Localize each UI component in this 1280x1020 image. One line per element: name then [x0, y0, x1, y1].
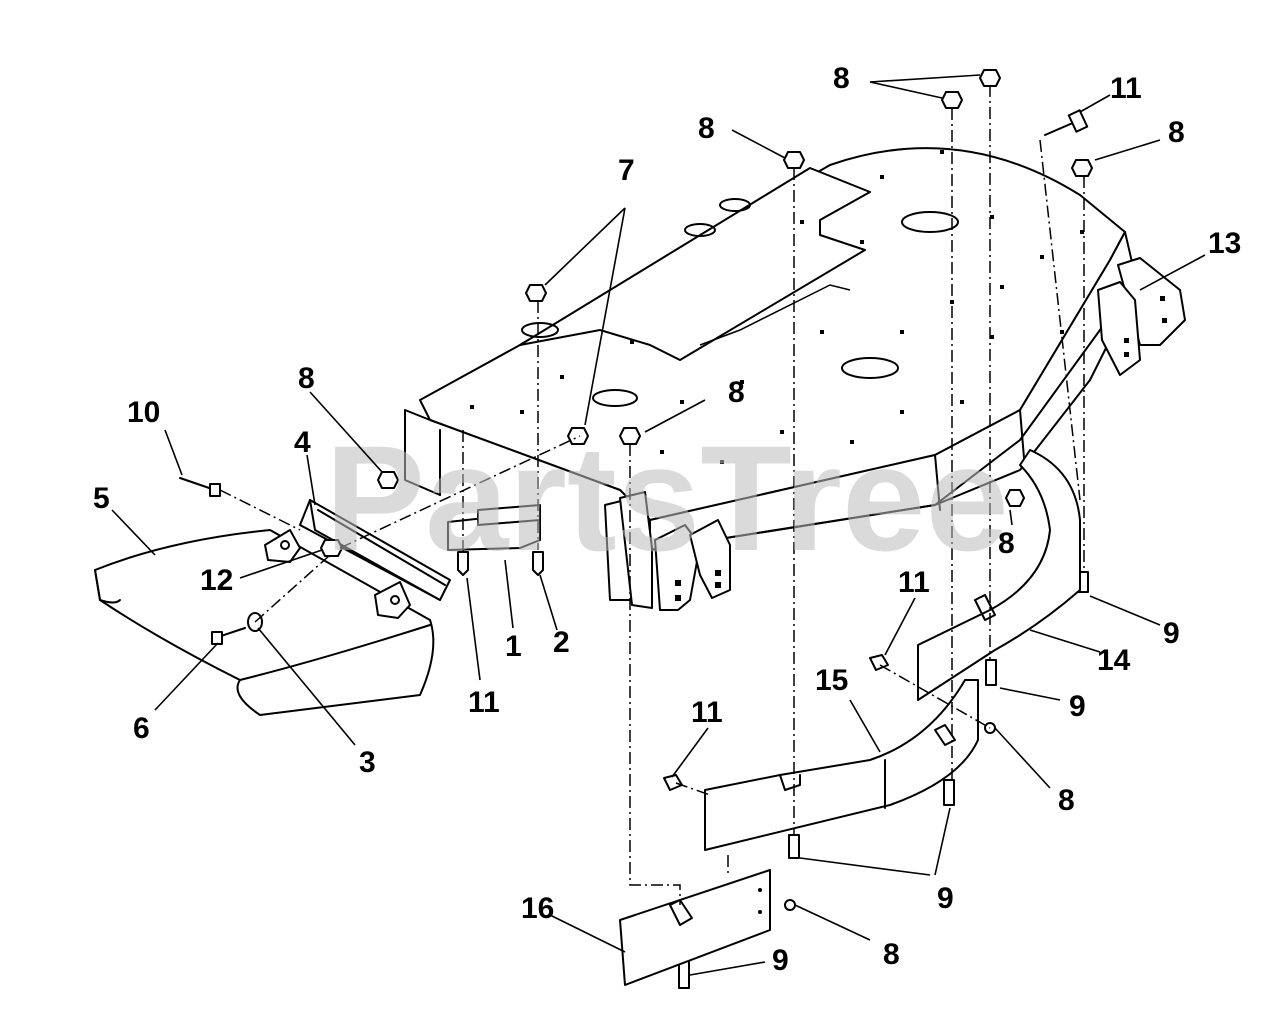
- callout-label: 11: [898, 566, 930, 599]
- callout-label: 8: [998, 527, 1015, 560]
- watermark-text: PartsTree: [325, 414, 1009, 582]
- hardware: [179, 69, 1093, 989]
- callout-label: 11: [691, 696, 723, 729]
- callout-label: 8: [883, 938, 900, 971]
- callout-label: 11: [1110, 72, 1142, 105]
- callout-label: 12: [200, 564, 233, 597]
- callout-label: 16: [521, 892, 554, 925]
- callout-label: 11: [468, 686, 500, 719]
- baffle-14: [917, 449, 1081, 701]
- callout-label: 8: [698, 112, 715, 145]
- callout-label: 9: [772, 944, 789, 977]
- front-brackets: [604, 491, 731, 611]
- callout-label: 15: [815, 664, 848, 697]
- callout-label: 5: [93, 482, 110, 515]
- baffle-15: [704, 679, 979, 851]
- leader-lines: [111, 74, 1206, 976]
- callout-labels: 8 8 11 8 7 13 8 8 10 4 5 12 8 11 9 1 2 1…: [93, 62, 1241, 977]
- assembly-lines: [219, 85, 1085, 905]
- callout-label: 4: [294, 426, 311, 459]
- callout-label: 8: [1058, 784, 1075, 817]
- callout-label: 13: [1208, 227, 1241, 260]
- mount-plate-1: [447, 504, 541, 551]
- baffle-16: [619, 869, 771, 986]
- callout-label: 8: [1168, 116, 1185, 149]
- rear-brackets: [1097, 257, 1186, 376]
- callout-label: 9: [1069, 690, 1086, 723]
- callout-label: 8: [728, 376, 745, 409]
- callout-label: 10: [127, 396, 160, 429]
- baffle-4: [299, 499, 451, 601]
- callout-label: 6: [133, 712, 150, 745]
- discharge-chute-5: [94, 529, 435, 716]
- callout-label: 8: [298, 362, 315, 395]
- callout-label: 9: [1163, 617, 1180, 650]
- callout-label: 1: [505, 630, 522, 663]
- callout-label: 3: [359, 746, 376, 779]
- callout-label: 9: [937, 882, 954, 915]
- callout-label: 14: [1097, 644, 1131, 677]
- callout-label: 8: [833, 62, 850, 95]
- callout-label: 2: [553, 626, 570, 659]
- callout-label: 7: [618, 154, 635, 187]
